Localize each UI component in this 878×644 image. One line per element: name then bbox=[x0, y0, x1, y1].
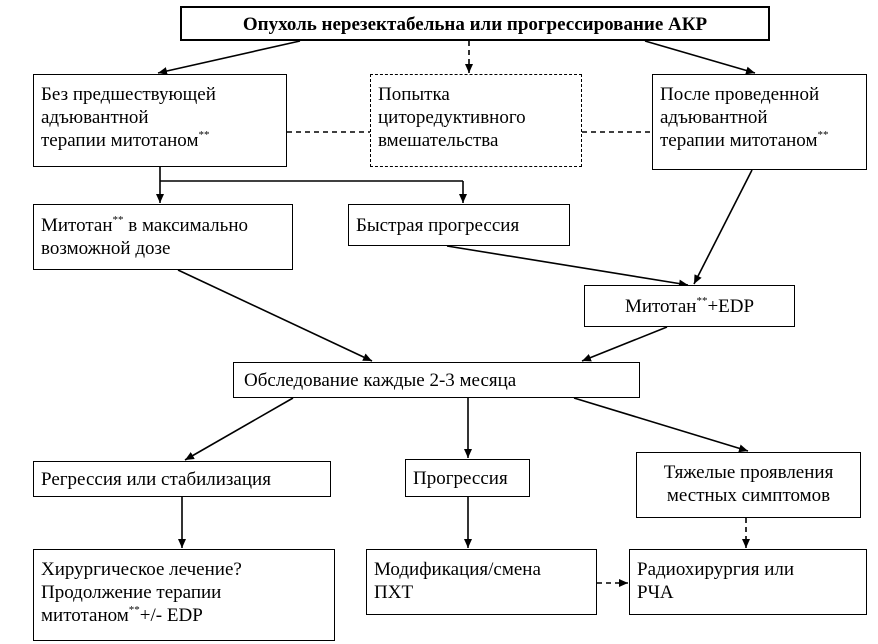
regression-box: Регрессия или стабилизация bbox=[33, 461, 331, 497]
title-box: Опухоль нерезектабельна или прогрессиров… bbox=[180, 6, 770, 41]
cytoreduction-line-3: вмешательства bbox=[378, 130, 499, 151]
mitotane-max-line-2: возможной дозе bbox=[41, 238, 171, 259]
mitotane-max-prefix: Митотан bbox=[41, 215, 113, 236]
rapid-progression-text: Быстрая прогрессия bbox=[356, 215, 520, 236]
cytoreduction-box: Попытка циторедуктивного вмешательства bbox=[370, 74, 582, 167]
cytoreduction-line-2: циторедуктивного bbox=[378, 107, 526, 128]
after-adjuvant-line-1: После проведенной bbox=[660, 84, 820, 105]
chemo-change-line-2: ПХТ bbox=[374, 582, 414, 603]
mitotane-edp-box: Митотан**+EDP bbox=[584, 285, 795, 327]
chemo-change-line-1: Модификация/смена bbox=[374, 559, 541, 580]
radiosurgery-line-1: Радиохирургия или bbox=[637, 559, 795, 580]
surgery-footnote: ** bbox=[128, 604, 140, 616]
local-symptoms-box: Тяжелые проявления местных симптомов bbox=[636, 452, 861, 518]
arrow-title-to-after-adjuvant bbox=[644, 40, 756, 75]
surgery-line-3-prefix: митотаном bbox=[41, 605, 129, 626]
no-adjuvant-footnote: ** bbox=[198, 129, 210, 141]
surgery-line-2: Продолжение терапии bbox=[41, 582, 222, 603]
progression-text: Прогрессия bbox=[413, 468, 508, 489]
no-adjuvant-box: Без предшествующей адъювантной терапии м… bbox=[33, 74, 287, 167]
arrow-after-adjuvant-to-mitotane-edp bbox=[693, 169, 753, 285]
after-adjuvant-line-3: терапии митотаном bbox=[660, 130, 818, 151]
mitotane-max-footnote: ** bbox=[112, 214, 124, 226]
local-symptoms-line-1: Тяжелые проявления bbox=[663, 462, 834, 483]
arrow-followup-to-regression bbox=[184, 397, 294, 461]
after-adjuvant-line-2: адъювантной bbox=[660, 107, 768, 128]
arrow-title-to-no-adjuvant bbox=[157, 40, 301, 75]
no-adjuvant-line-1: Без предшествующей bbox=[41, 84, 216, 105]
progression-box: Прогрессия bbox=[405, 459, 530, 497]
arrow-rapid-to-mitotane-edp bbox=[446, 245, 689, 288]
regression-text: Регрессия или стабилизация bbox=[41, 469, 271, 490]
surgery-box: Хирургическое лечение? Продолжение терап… bbox=[33, 549, 335, 641]
rapid-progression-box: Быстрая прогрессия bbox=[348, 204, 570, 246]
no-adjuvant-line-2: адъювантной bbox=[41, 107, 149, 128]
mitotane-max-line-1: в максимально bbox=[128, 215, 248, 236]
followup-box: Обследование каждые 2-3 месяца bbox=[233, 362, 640, 398]
mitotane-edp-suffix: +EDP bbox=[707, 296, 755, 317]
surgery-line-1: Хирургическое лечение? bbox=[41, 559, 242, 580]
arrow-mitotane-edp-to-followup bbox=[581, 326, 668, 362]
after-adjuvant-box: После проведенной адъювантной терапии ми… bbox=[652, 74, 867, 170]
no-adjuvant-line-3: терапии митотаном bbox=[41, 130, 199, 151]
mitotane-edp-prefix: Митотан bbox=[624, 296, 697, 317]
radiosurgery-line-2: РЧА bbox=[637, 582, 674, 603]
surgery-line-3-suffix: +/- EDP bbox=[139, 605, 203, 626]
after-adjuvant-footnote: ** bbox=[817, 129, 829, 141]
title-text: Опухоль нерезектабельна или прогрессиров… bbox=[242, 14, 708, 35]
radiosurgery-box: Радиохирургия или РЧА bbox=[629, 549, 867, 615]
followup-text: Обследование каждые 2-3 месяца bbox=[244, 370, 517, 391]
arrow-followup-to-local-symptoms bbox=[573, 397, 749, 453]
cytoreduction-line-1: Попытка bbox=[378, 84, 450, 105]
local-symptoms-line-2: местных симптомов bbox=[666, 485, 831, 506]
mitotane-max-box: Митотан** в максимально возможной дозе bbox=[33, 204, 293, 270]
chemo-change-box: Модификация/смена ПХТ bbox=[366, 549, 597, 615]
mitotane-edp-footnote: ** bbox=[696, 295, 708, 307]
arrow-mitotane-max-to-followup bbox=[177, 269, 373, 362]
